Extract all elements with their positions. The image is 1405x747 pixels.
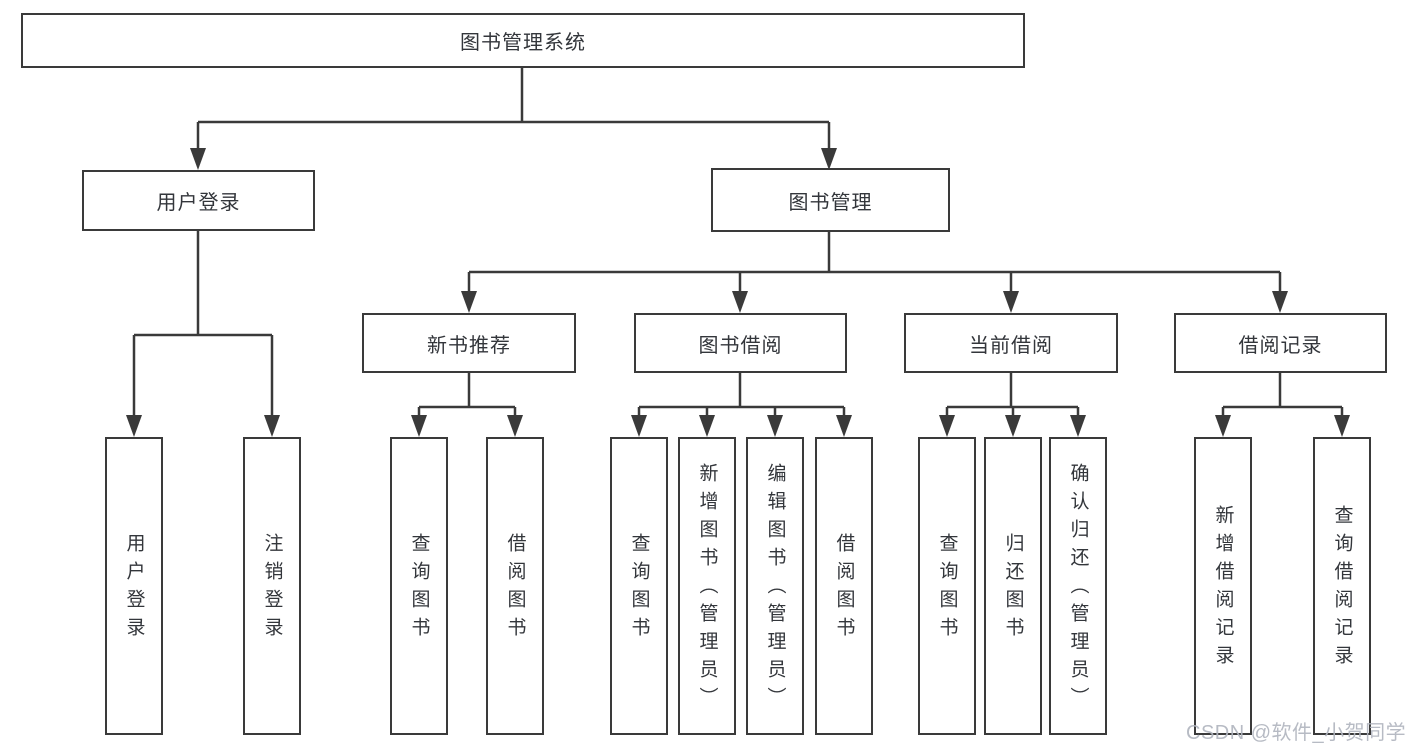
node-borrowing-records: 借阅记录 <box>1174 313 1387 373</box>
node-user-login: 用户登录 <box>82 170 315 231</box>
leaf-user-login: 用户登录 <box>105 437 163 735</box>
leaf-query-books-recommend: 查询图书 <box>390 437 448 735</box>
leaf-return-books: 归还图书 <box>984 437 1042 735</box>
leaf-logout: 注销登录 <box>243 437 301 735</box>
arrowheads <box>126 148 1350 437</box>
node-current-borrowing: 当前借阅 <box>904 313 1118 373</box>
leaf-borrow-books: 借阅图书 <box>815 437 873 735</box>
node-book-borrowing: 图书借阅 <box>634 313 847 373</box>
leaf-add-books-admin: 新增图书（管理员） <box>678 437 736 735</box>
leaf-edit-books-admin: 编辑图书（管理员） <box>746 437 804 735</box>
leaf-query-borrow-record: 查询借阅记录 <box>1313 437 1371 735</box>
leaf-confirm-return-admin: 确认归还（管理员） <box>1049 437 1107 735</box>
node-root-system: 图书管理系统 <box>21 13 1025 68</box>
node-new-book-recommendation: 新书推荐 <box>362 313 576 373</box>
leaf-query-books-borrow: 查询图书 <box>610 437 668 735</box>
leaf-borrow-books-recommend: 借阅图书 <box>486 437 544 735</box>
node-book-management: 图书管理 <box>711 168 950 232</box>
leaf-query-books-current: 查询图书 <box>918 437 976 735</box>
csdn-watermark: CSDN @软件_小贺同学 <box>1186 722 1405 744</box>
leaf-add-borrow-record: 新增借阅记录 <box>1194 437 1252 735</box>
